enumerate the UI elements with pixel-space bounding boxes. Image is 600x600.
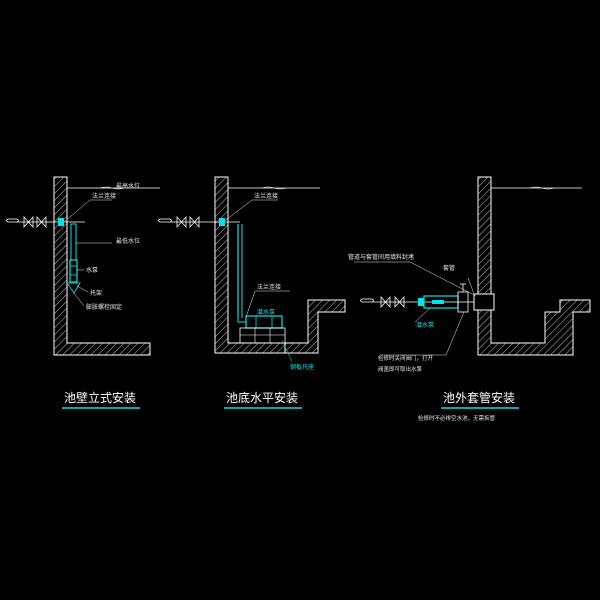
gate-valve-icon-2 (189, 215, 200, 229)
caption-panel2: 池底水平安装 (226, 390, 298, 405)
bracket-icon (66, 282, 81, 294)
panel-wall-vertical-install: 最高水位 法兰连接 最低水位 水泵 托架 膨胀螺栓固定 池壁立式安装 (6, 176, 160, 409)
caption-panel3: 池外套管安装 (443, 390, 515, 405)
sump-hatch (284, 299, 346, 354)
label-flange-connection-2: 法兰连接 (254, 192, 278, 200)
outlet-pipe-3 (360, 298, 474, 303)
label-low-water-level: 最低水位 (116, 237, 140, 245)
pump-body (69, 259, 78, 283)
tank-wall-hatch-3 (477, 176, 591, 356)
label-sleeve-note: 管道与套管间用填料封堵 (348, 253, 414, 261)
wall-flange-icon-2 (219, 218, 225, 226)
gate-valve-icon (36, 215, 47, 229)
label-expansion-bolt-fix: 膨胀螺栓固定 (86, 303, 122, 311)
caption-panel1: 池壁立式安装 (64, 390, 136, 405)
gate-valve-icon-3 (394, 295, 405, 309)
label-steel-bracket: 钢板托座 (290, 363, 314, 371)
label-maintenance-note-1: 检修时关闭阀门，打开 (378, 354, 434, 362)
wall-flange-icon (58, 218, 64, 226)
riser-pipe (70, 223, 77, 261)
label-bracket: 托架 (90, 289, 102, 297)
panel-external-sleeve-install: 管道与套管间用填料封堵 套管 潜水泵 检修时关闭阀门，打开 阀盖即可取出水泵 池… (348, 176, 591, 422)
label-pump: 水泵 (86, 266, 98, 274)
outlet-pipe (6, 218, 85, 223)
panel3-footnote: 检修时不必排空水池，无需拆管 (418, 414, 496, 422)
panel-floor-horizontal-install: 法兰连接 法兰连接 潜水泵 钢板托座 池底水平安装 (158, 176, 346, 409)
label-flange-connection: 法兰连接 (92, 192, 116, 200)
check-valve-icon-2 (176, 215, 187, 229)
tank-wall-hatch (53, 176, 151, 356)
label-high-water-level: 最高水位 (116, 182, 140, 190)
pump-support (239, 327, 286, 344)
label-casing: 套管 (443, 264, 455, 272)
label-submersible-pump-3: 潜水泵 (416, 321, 434, 329)
casing-sleeve (473, 293, 495, 311)
label-submersible-pump-2: 潜水泵 (257, 308, 275, 316)
tank-wall-hatch-2 (214, 176, 286, 354)
pump-body-2 (245, 315, 283, 329)
label-maintenance-note-2: 阀盖即可取出水泵 (378, 365, 423, 373)
label-flange-connection-2b: 法兰连接 (257, 283, 281, 291)
outlet-pipe-2 (158, 218, 240, 223)
check-valve-icon-3 (380, 295, 391, 309)
check-valve-icon (23, 215, 34, 229)
